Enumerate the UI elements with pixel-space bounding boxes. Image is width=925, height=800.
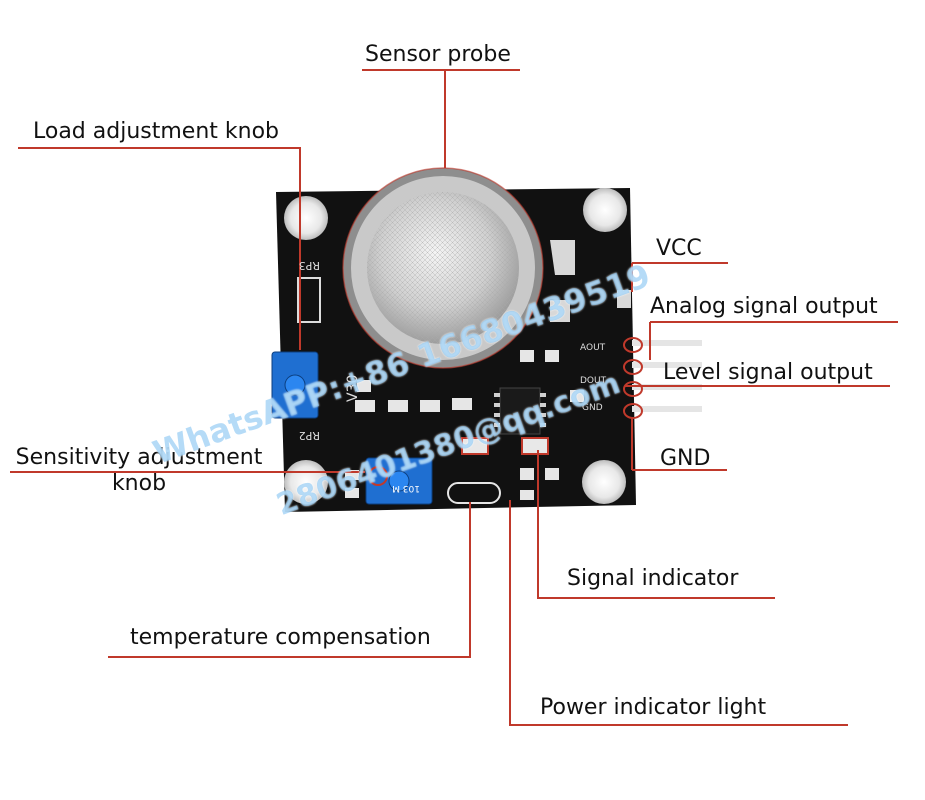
pin-aout-label: AOUT bbox=[580, 343, 606, 353]
label-vcc: VCC bbox=[656, 236, 702, 261]
silkscreen-mark bbox=[550, 300, 570, 322]
label-sensor-probe: Sensor probe bbox=[365, 42, 511, 67]
pin-dout-label: DOUT bbox=[580, 376, 607, 386]
label-gnd: GND bbox=[660, 446, 711, 471]
label-analog: Analog signal output bbox=[650, 294, 878, 319]
pin-gnd-label: GND bbox=[582, 403, 603, 413]
ic-chip bbox=[499, 387, 541, 435]
label-signal-indicator: Signal indicator bbox=[567, 566, 739, 591]
label-level: Level signal output bbox=[663, 360, 873, 385]
leader-lines bbox=[10, 69, 898, 726]
smd-components bbox=[345, 350, 584, 500]
label-power-indicator: Power indicator light bbox=[540, 695, 767, 720]
rp2-silkscreen: RP2 bbox=[299, 429, 320, 442]
signal-led bbox=[521, 437, 549, 455]
temp-comp-pad bbox=[447, 482, 501, 504]
label-load-knob: Load adjustment knob bbox=[33, 119, 279, 144]
label-sensitivity-knob: Sensitivity adjustment knob bbox=[15, 445, 263, 496]
rp3-silkscreen: RP3 bbox=[299, 259, 320, 272]
version-silkscreen: V30 bbox=[345, 375, 361, 402]
silkscreen-mark bbox=[550, 240, 575, 275]
pin-markers bbox=[623, 337, 643, 419]
mounting-hole bbox=[582, 460, 626, 504]
label-temp-comp: temperature compensation bbox=[130, 625, 431, 650]
rp3-outline bbox=[297, 277, 321, 323]
power-led bbox=[461, 437, 489, 455]
mounting-hole bbox=[284, 196, 328, 240]
mounting-hole bbox=[583, 188, 627, 232]
pot-code-text: 103 M bbox=[392, 483, 420, 493]
